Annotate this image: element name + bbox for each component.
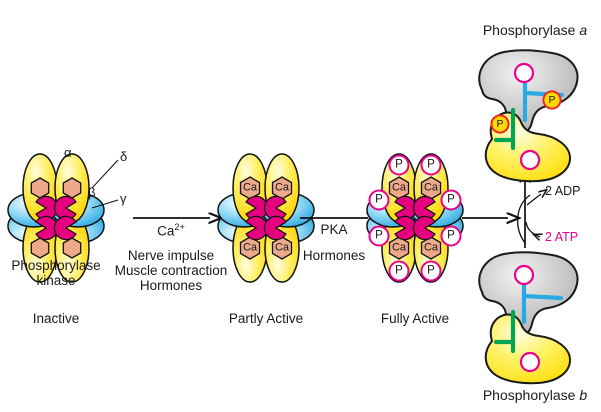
calcium-label-tr: Ca: [274, 181, 290, 194]
phosphorylase-a-label: Phosphorylase: [482, 22, 580, 38]
label-2-adp: 2 ADP: [545, 184, 581, 198]
phosphate-label-b4: P: [447, 229, 455, 242]
gamma-subunits: [245, 195, 287, 241]
delta-subunits-ca: [388, 176, 442, 260]
phosphorylase-a-phosphate-label-2: P: [496, 117, 504, 130]
atp-adp-cycle: [517, 181, 541, 248]
label-2-atp: 2 ATP: [545, 230, 579, 244]
phosphorylase-a-phosphate-label-1: P: [548, 93, 556, 106]
phosphate-label-a1: P: [395, 158, 403, 171]
phosphate-label-b2: P: [447, 193, 455, 206]
condition-hormones-1: Hormones: [139, 278, 203, 293]
condition-nerve-impulse: Nerve impulse: [127, 248, 215, 263]
complex-partly-active: [217, 153, 315, 283]
condition-hormones-2: Hormones: [302, 248, 366, 263]
phosphorylase-b: [478, 251, 579, 385]
phosphate-label-b1: P: [375, 193, 383, 206]
phosphorylase-b-label: Phosphorylase: [482, 387, 580, 403]
label-gamma-subunit: γ: [120, 191, 127, 206]
calcium-label-br: Ca: [423, 241, 439, 254]
delta-subunits-ca: [239, 176, 293, 260]
complex-fully-active: [366, 153, 464, 283]
phosphorylase-a: [478, 49, 579, 183]
arrow-pka-label: PKA: [320, 222, 348, 237]
label-delta-subunit: δ: [120, 149, 128, 164]
calcium-text: Ca: [157, 223, 175, 239]
calcium-label-tl: Ca: [391, 181, 407, 194]
state-label-inactive: Inactive: [32, 311, 80, 326]
calcium-label-tr: Ca: [423, 181, 439, 194]
condition-muscle-contraction: Muscle contraction: [114, 263, 228, 278]
calcium-charge: 2+: [174, 222, 185, 232]
calcium-label-bl: Ca: [242, 241, 258, 254]
phosphate-label-a2: P: [427, 158, 435, 171]
label-alpha-subunit: α: [64, 145, 72, 160]
phosphorylase-b-title: Phosphorylase b: [483, 387, 587, 403]
complex-inactive: [7, 153, 119, 283]
state-label-fully-active: Fully Active: [380, 311, 450, 326]
phosphate-label-b3: P: [375, 229, 383, 242]
calcium-label-br: Ca: [274, 241, 290, 254]
phosphate-label-a4: P: [427, 264, 435, 277]
phosphorylase-a-italic: a: [579, 22, 588, 38]
phosphate-groups: [368, 154, 462, 282]
phosphorylase-kinase-name-line2: kinase: [36, 273, 76, 288]
calcium-label-bl: Ca: [391, 241, 407, 254]
state-label-partly-active: Partly Active: [228, 311, 304, 326]
calcium-label-tl: Ca: [242, 181, 258, 194]
label-beta-subunit: β: [88, 185, 96, 200]
arrow-calcium-label: Ca2+: [157, 222, 185, 239]
phosphorylase-a-title: Phosphorylase a: [483, 22, 587, 38]
phosphorylase-kinase-name-line1: Phosphorylase: [11, 258, 101, 273]
delta-subunits: [30, 177, 82, 259]
phosphate-label-a3: P: [395, 264, 403, 277]
gamma-subunits: [394, 195, 436, 241]
phosphorylase-b-italic: b: [579, 387, 588, 403]
gamma-subunits: [35, 195, 77, 241]
